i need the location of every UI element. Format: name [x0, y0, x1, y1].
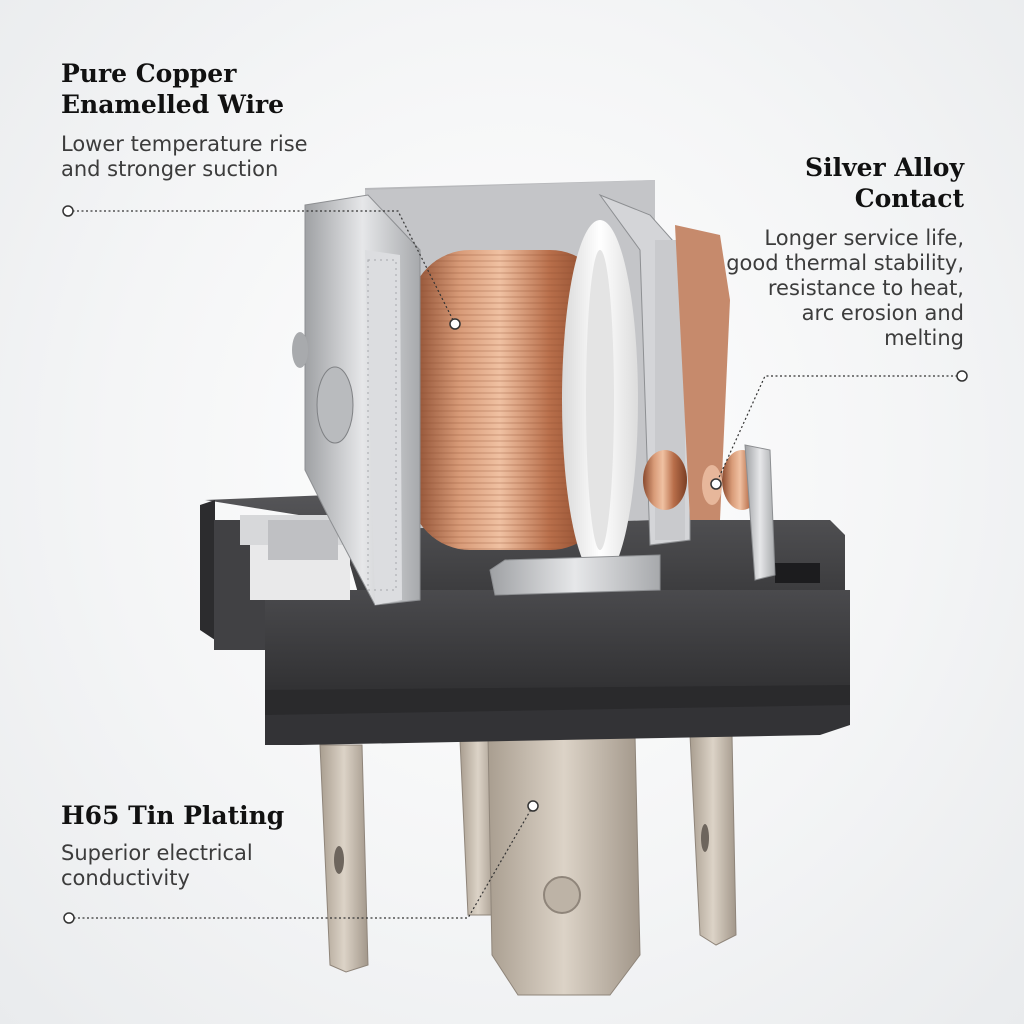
callout-silver-title-line1: Silver Alloy	[805, 153, 964, 182]
callout-copper-description: Lower temperature rise and stronger suct…	[61, 132, 361, 182]
callout-copper-title-line1: Pure Copper	[61, 59, 237, 88]
callout-silver-contact: Silver Alloy Contact Longer service life…	[684, 152, 964, 351]
leader-lines	[68, 210, 962, 919]
leader-markers	[62, 205, 968, 924]
callout-silver-desc-line: good thermal stability,	[726, 251, 964, 275]
callout-copper-title-line2: Enamelled Wire	[61, 90, 285, 119]
terminal-pin-left	[319, 744, 369, 973]
callout-silver-title-line2: Contact	[854, 184, 964, 213]
callout-copper-desc-line2: and stronger suction	[61, 157, 279, 181]
callout-tin-desc-line1: Superior electrical	[61, 841, 253, 865]
callout-silver-desc-line: arc erosion and	[801, 301, 964, 325]
leader-line-silver	[715, 375, 962, 485]
callout-silver-desc-line: Longer service life,	[764, 226, 964, 250]
callout-copper-desc-line1: Lower temperature rise	[61, 132, 308, 156]
marker-copper-start	[62, 205, 74, 217]
marker-tin-start	[63, 912, 75, 924]
marker-tin-end	[527, 800, 539, 812]
terminal-pin-center	[487, 734, 641, 996]
terminal-pins	[319, 734, 737, 996]
callout-tin-plating: H65 Tin Plating Superior electrical cond…	[61, 800, 361, 891]
relay-yoke	[292, 194, 421, 606]
callout-silver-title: Silver Alloy Contact	[684, 152, 964, 214]
terminal-pin-right	[689, 734, 737, 946]
callout-tin-desc-line2: conductivity	[61, 866, 190, 890]
leader-line-copper	[68, 210, 456, 325]
marker-silver-start	[956, 370, 968, 382]
marker-silver-end	[710, 478, 722, 490]
callout-silver-description: Longer service life, good thermal stabil…	[684, 226, 964, 351]
copper-coil	[410, 220, 638, 580]
callout-tin-description: Superior electrical conductivity	[61, 841, 361, 891]
callout-silver-desc-line: resistance to heat,	[767, 276, 964, 300]
callout-silver-desc-line: melting	[884, 326, 964, 350]
callout-copper-title: Pure Copper Enamelled Wire	[61, 58, 361, 120]
callout-copper-wire: Pure Copper Enamelled Wire Lower tempera…	[61, 58, 361, 182]
marker-copper-end	[449, 318, 461, 330]
contact-assembly	[489, 193, 776, 596]
callout-tin-title: H65 Tin Plating	[61, 801, 285, 830]
